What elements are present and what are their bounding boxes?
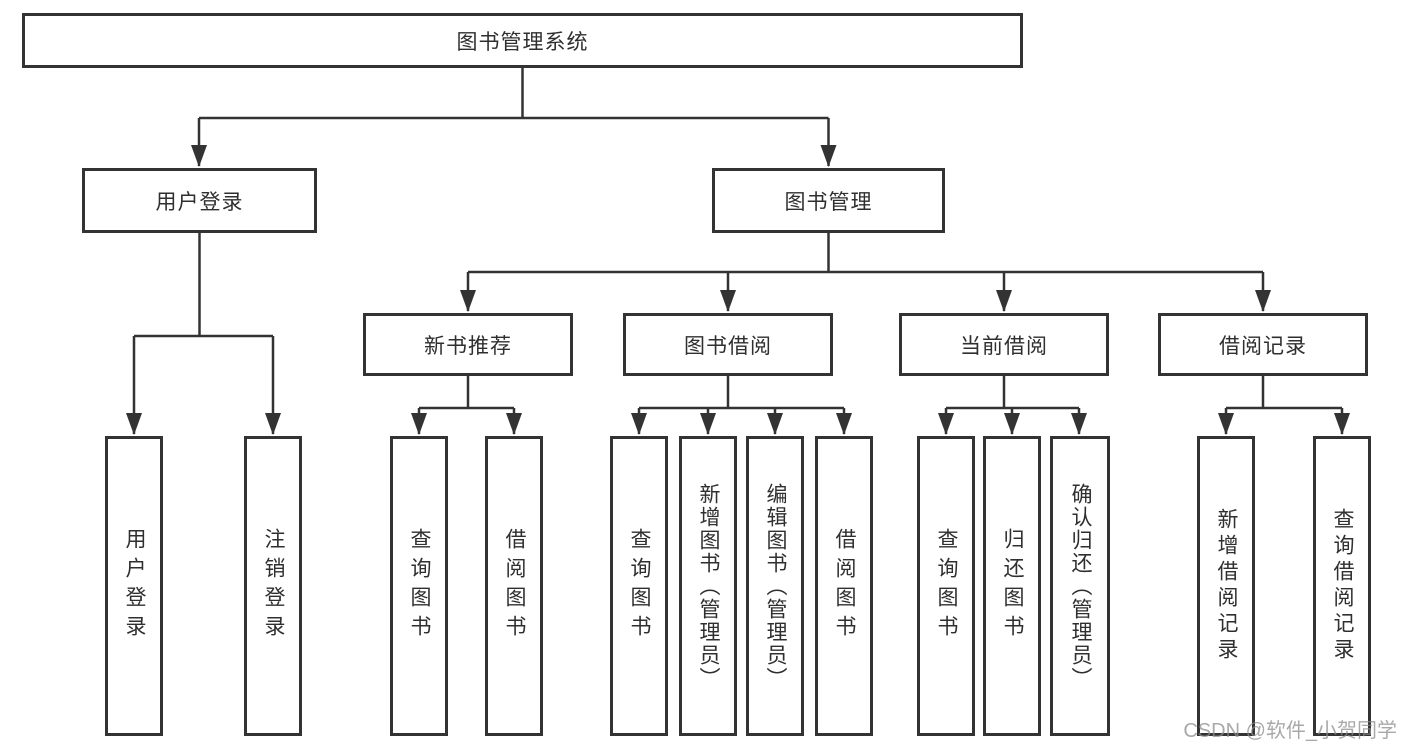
- connector-book-borrowing-to-leaves: [631, 376, 852, 435]
- leaf-borrow-books-recommend: 借阅图书: [485, 436, 543, 736]
- leaf-add-books-admin: 新增图书（管理员）: [679, 436, 737, 736]
- connector-user-login-to-leaves: [126, 233, 281, 435]
- connector-current-borrowing-to-leaves: [938, 376, 1087, 435]
- node-book-borrowing: 图书借阅: [623, 313, 833, 376]
- leaf-logout: 注销登录: [244, 436, 302, 736]
- leaf-user-login: 用户登录: [105, 436, 163, 736]
- leaf-add-borrow-record: 新增借阅记录: [1197, 436, 1255, 736]
- leaf-query-books-borrow: 查询图书: [610, 436, 668, 736]
- connector-root-to-level2: [191, 68, 837, 167]
- node-borrowing-records: 借阅记录: [1158, 313, 1368, 376]
- node-new-book-recommendation: 新书推荐: [363, 313, 573, 376]
- connector-new-book-recommendation-to-leaves: [411, 376, 522, 435]
- node-user-login: 用户登录: [82, 168, 317, 233]
- node-current-borrowing: 当前借阅: [899, 313, 1109, 376]
- node-book-management: 图书管理: [712, 168, 945, 233]
- leaf-return-books: 归还图书: [983, 436, 1041, 736]
- leaf-edit-books-admin: 编辑图书（管理员）: [746, 436, 804, 736]
- leaf-confirm-return-admin: 确认归还（管理员）: [1050, 436, 1110, 736]
- leaf-query-books-current: 查询图书: [917, 436, 975, 736]
- leaf-borrow-books: 借阅图书: [815, 436, 873, 736]
- connector-book-management-to-level3: [460, 233, 1271, 312]
- leaf-query-books-recommend: 查询图书: [390, 436, 448, 736]
- connector-borrowing-records-to-leaves: [1218, 376, 1350, 435]
- leaf-query-borrow-record: 查询借阅记录: [1313, 436, 1371, 736]
- node-root: 图书管理系统: [22, 13, 1023, 68]
